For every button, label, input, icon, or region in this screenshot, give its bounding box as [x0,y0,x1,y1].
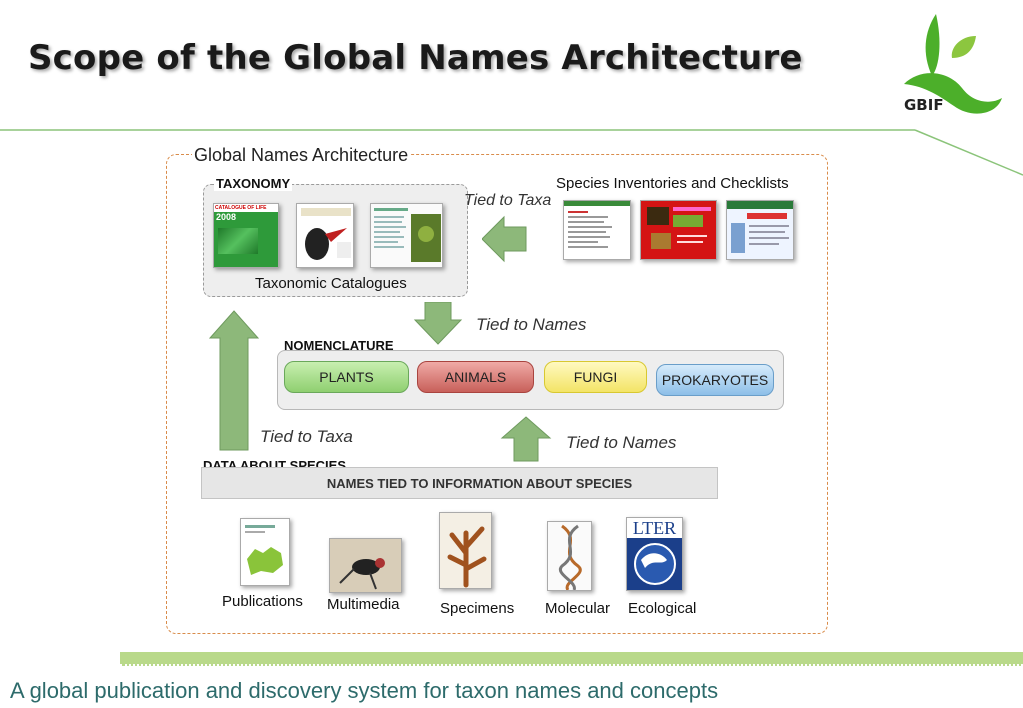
gbif-logo-text: GBIF [904,96,944,114]
catalogue-thumb-title: CATALOGUE OF LIFE [214,204,278,212]
checklist-page-thumbnail [370,203,443,268]
tied-to-taxa-top-label: Tied to Taxa [464,192,552,209]
header-rule [0,129,1023,176]
inventory-page-image-2 [647,207,711,249]
arrow-up-tall-icon [208,310,260,451]
multimedia-caption: Multimedia [327,596,400,613]
catalogue-of-life-thumbnail: CATALOGUE OF LIFE 2008 [213,203,279,268]
arrow-down-icon [413,302,463,345]
nomenclature-label: NOMENCLATURE [284,338,394,353]
inventory-page-image-3 [727,201,793,253]
footer-tagline: A global publication and discovery syste… [10,678,719,703]
arrow-up-small-icon [500,416,552,462]
canada-map-icon [245,525,283,575]
ecological-thumbnail: LTER [626,517,683,591]
taxonomic-catalogues-caption: Taxonomic Catalogues [255,275,407,292]
prokaryotes-code-pill: PROKARYOTES [656,364,774,396]
ecological-caption: Ecological [628,600,697,617]
catalogue-leaf-image [218,228,258,254]
inventory-page-image-1 [564,201,630,248]
plants-code-pill: PLANTS [284,361,409,393]
specimens-caption: Specimens [440,600,515,617]
catalogue-thumb-year: 2008 [216,212,237,222]
inventories-label: Species Inventories and Checklists [556,175,789,192]
inventory-thumbnail-2 [640,200,717,260]
names-tied-info-bar: NAMES TIED TO INFORMATION ABOUT SPECIES [201,467,718,499]
specimens-thumbnail [439,512,492,589]
footer-band [120,652,1023,666]
inventory-thumbnail-3 [726,200,794,260]
checklist-page-image [374,208,441,262]
taxonomy-label: TAXONOMY [214,176,293,191]
dna-helix-icon [558,524,582,590]
tied-to-taxa-left-label: Tied to Taxa [260,427,353,446]
names-tied-info-text: NAMES TIED TO INFORMATION ABOUT SPECIES [326,476,633,491]
bird-illustration-icon [301,208,351,260]
inventory-thumbnail-1 [563,200,631,260]
gna-outer-frame [166,154,828,634]
lter-globe-icon [634,543,676,585]
publications-caption: Publications [222,593,303,610]
molecular-caption: Molecular [545,600,611,617]
gna-frame-title: Global Names Architecture [192,145,411,166]
lter-thumb-text: LTER [627,518,682,538]
tied-to-names-top-label: Tied to Names [476,315,587,334]
arrow-left-icon [482,215,527,263]
animals-code-pill: ANIMALS [417,361,534,393]
herbarium-specimen-icon [447,526,487,588]
insect-photo-icon [339,558,385,590]
slide-title: Scope of the Global Names Architecture [28,38,803,78]
handbook-bird-thumbnail [296,203,354,268]
fungi-code-pill: FUNGI [544,361,647,393]
multimedia-thumbnail [329,538,402,593]
molecular-thumbnail [547,521,592,591]
tied-to-names-bottom-label: Tied to Names [566,433,677,452]
gbif-leaf-logo-icon [904,14,1002,114]
publications-thumbnail [240,518,290,586]
